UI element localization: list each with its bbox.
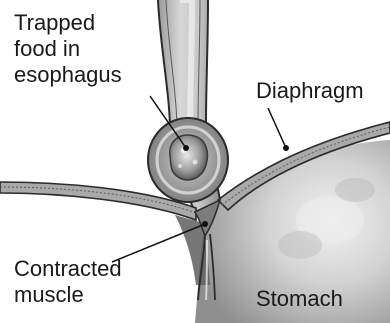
label-contracted-muscle-line2: muscle <box>14 282 122 308</box>
label-trapped-food-line3: esophagus <box>14 62 122 88</box>
leader-diaphragm <box>268 108 286 148</box>
label-trapped-food-line1: Trapped <box>14 10 122 36</box>
label-contracted-muscle: Contracted muscle <box>14 256 122 308</box>
label-trapped-food-line2: food in <box>14 36 122 62</box>
label-diaphragm: Diaphragm <box>256 78 364 104</box>
label-trapped-food: Trapped food in esophagus <box>14 10 122 88</box>
label-contracted-muscle-line1: Contracted <box>14 256 122 282</box>
trapped-food <box>170 135 208 180</box>
label-stomach: Stomach <box>256 286 343 312</box>
